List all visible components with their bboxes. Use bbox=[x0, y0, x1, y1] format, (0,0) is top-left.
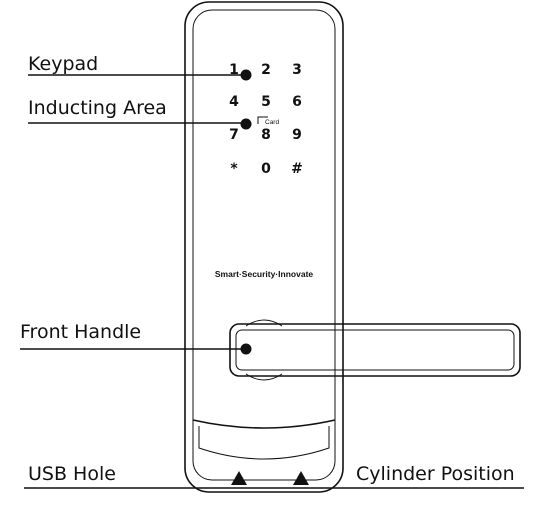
handle-outer bbox=[229, 323, 521, 377]
callout-front-handle-label: Front Handle bbox=[20, 321, 141, 343]
key-0: 0 bbox=[261, 161, 271, 177]
card-reader-mark: Card bbox=[257, 116, 279, 126]
key-7: 7 bbox=[229, 127, 239, 143]
key-hash: # bbox=[291, 161, 303, 177]
front-handle bbox=[229, 319, 521, 381]
cylinder-position-arrow bbox=[293, 471, 309, 485]
brand-text: Smart·Security·Innovate bbox=[215, 269, 314, 279]
key-star: * bbox=[230, 161, 238, 177]
callout-keypad-dot bbox=[240, 69, 252, 81]
key-9: 9 bbox=[292, 127, 302, 143]
card-reader-bracket bbox=[257, 116, 268, 124]
callout-front-handle: Front Handle bbox=[20, 321, 252, 355]
callout-keypad-label: Keypad bbox=[28, 53, 98, 75]
cylinder-position-marker bbox=[293, 471, 309, 485]
lock-body bbox=[184, 1, 344, 493]
card-label: Card bbox=[265, 119, 279, 126]
callout-front-handle-dot bbox=[240, 343, 252, 355]
usb-hole-arrow bbox=[231, 471, 247, 485]
key-2: 2 bbox=[261, 62, 271, 78]
handle-inner bbox=[235, 329, 515, 371]
key-1: 1 bbox=[229, 62, 239, 78]
key-5: 5 bbox=[261, 94, 271, 110]
callout-keypad: Keypad bbox=[28, 53, 252, 81]
bottom-cap bbox=[192, 419, 336, 429]
lock-body-outer bbox=[184, 1, 344, 493]
callout-inducting-area: Inducting Area bbox=[28, 97, 252, 130]
key-4: 4 bbox=[229, 94, 239, 110]
bottom-cap-inner bbox=[198, 426, 330, 460]
callout-inducting-area-label: Inducting Area bbox=[28, 97, 167, 119]
callout-inducting-area-dot bbox=[240, 118, 252, 130]
key-3: 3 bbox=[292, 62, 302, 78]
key-6: 6 bbox=[292, 94, 302, 110]
keypad: 1 2 3 4 5 6 7 8 9 * 0 # bbox=[229, 62, 303, 177]
key-8: 8 bbox=[261, 127, 271, 143]
callout-cylinder-position-label: Cylinder Position bbox=[356, 463, 515, 485]
usb-hole-marker bbox=[231, 471, 247, 485]
lock-body-inner bbox=[192, 9, 336, 481]
callout-usb-hole-label: USB Hole bbox=[28, 463, 116, 485]
